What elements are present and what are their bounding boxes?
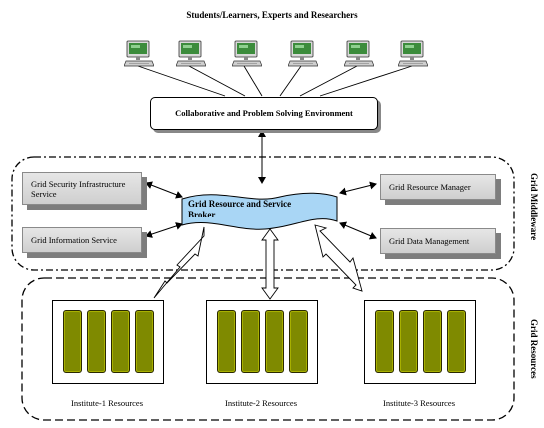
institute-box	[52, 300, 164, 384]
resource-unit	[135, 310, 154, 373]
resources-side-label: Grid Resources	[529, 319, 539, 379]
broker-label: Grid Resource and Service Broker	[188, 199, 292, 217]
data-management-box: Grid Data Management	[380, 228, 496, 254]
computer-icon	[288, 40, 318, 67]
information-service-box: Grid Information Service	[22, 227, 142, 253]
data-management-label: Grid Data Management	[389, 236, 470, 246]
resource-unit	[217, 310, 236, 373]
resource-unit	[87, 310, 106, 373]
security-service-label: Grid Security Infrastructure Service	[31, 178, 126, 199]
computer-icon	[232, 40, 262, 67]
institute-label: Institute-3 Resources	[383, 398, 455, 408]
resource-unit	[265, 310, 284, 373]
resource-unit	[375, 310, 394, 373]
resource-manager-box: Grid Resource Manager	[380, 174, 496, 200]
institute-label: Institute-1 Resources	[71, 398, 143, 408]
arrow-information	[145, 222, 183, 238]
security-service-box: Grid Security Infrastructure Service	[22, 172, 142, 205]
arrow-resource-manager	[339, 181, 377, 196]
computer-icon	[176, 40, 206, 67]
resource-unit	[63, 310, 82, 373]
resource-unit	[423, 310, 442, 373]
computer-icon	[124, 40, 154, 67]
hollow-arrows	[153, 224, 363, 300]
diagram-title: Students/Learners, Experts and Researche…	[186, 10, 358, 20]
environment-box: Collaborative and Problem Solving Enviro…	[150, 97, 378, 130]
broker-label-clip: Grid Resource and Service Broker	[188, 199, 332, 217]
broker-shape	[181, 192, 338, 230]
institute-box	[364, 300, 476, 384]
arrow-security	[145, 181, 183, 199]
computer-icon	[398, 40, 428, 67]
environment-label: Collaborative and Problem Solving Enviro…	[175, 108, 353, 118]
computer-icon	[344, 40, 374, 67]
institute-box	[206, 300, 318, 384]
resource-manager-label: Grid Resource Manager	[389, 182, 471, 192]
arrow-data-management	[339, 221, 377, 240]
resource-unit	[399, 310, 418, 373]
middleware-side-label: Grid Middleware	[529, 173, 539, 241]
resource-unit	[289, 310, 308, 373]
resource-unit	[447, 310, 466, 373]
resource-unit	[111, 310, 130, 373]
information-service-label: Grid Information Service	[31, 235, 117, 245]
resource-unit	[241, 310, 260, 373]
institute-label: Institute-2 Resources	[225, 398, 297, 408]
workstation-links	[137, 65, 413, 97]
